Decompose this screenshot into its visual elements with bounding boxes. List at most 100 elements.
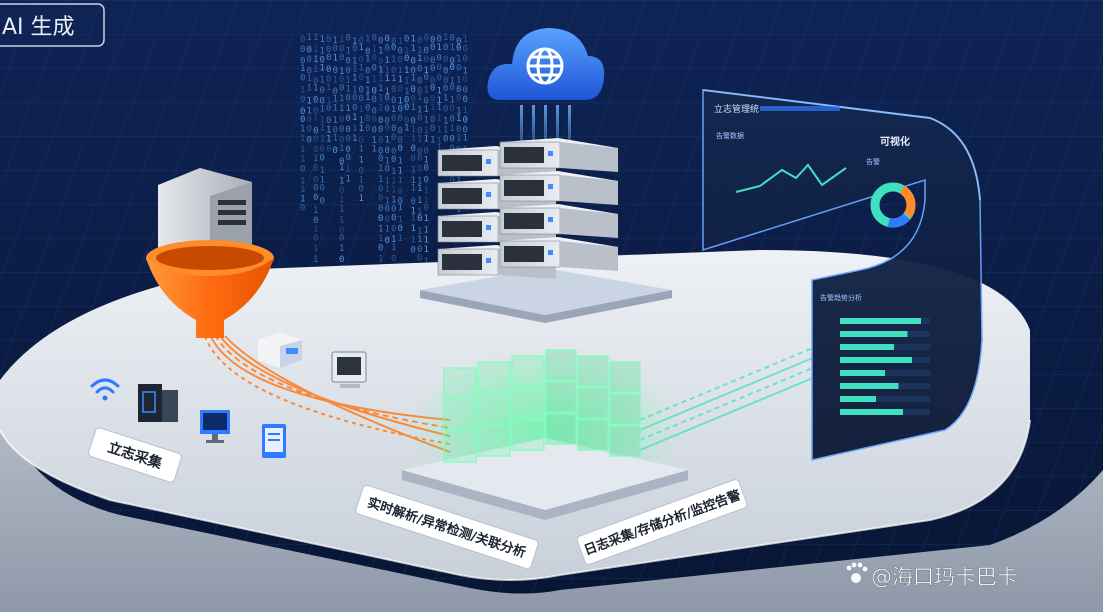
svg-text:0: 0 <box>411 246 416 256</box>
svg-text:0: 0 <box>398 85 403 95</box>
svg-text:1: 1 <box>437 103 442 113</box>
svg-text:0: 0 <box>443 67 448 77</box>
svg-text:1: 1 <box>320 116 325 126</box>
svg-text:1: 1 <box>307 33 312 43</box>
svg-text:0: 0 <box>320 184 325 194</box>
svg-text:0: 0 <box>404 95 409 105</box>
svg-text:1: 1 <box>359 105 364 115</box>
svg-text:0: 0 <box>365 103 370 113</box>
bar-fill <box>840 318 921 324</box>
svg-text:1: 1 <box>443 33 448 43</box>
svg-text:0: 0 <box>313 126 318 136</box>
svg-text:1: 1 <box>378 74 383 84</box>
svg-text:1: 1 <box>411 166 416 176</box>
svg-text:1: 1 <box>417 46 422 56</box>
svg-text:1: 1 <box>411 133 416 143</box>
svg-text:0: 0 <box>385 215 390 225</box>
svg-text:0: 0 <box>378 57 383 67</box>
svg-text:1: 1 <box>398 203 403 213</box>
svg-text:1: 1 <box>320 175 325 185</box>
server-tower-icon <box>138 384 178 422</box>
svg-text:1: 1 <box>307 106 312 116</box>
donut-chart <box>870 182 916 228</box>
svg-text:0: 0 <box>417 147 422 157</box>
svg-text:1: 1 <box>359 64 364 74</box>
svg-text:0: 0 <box>463 85 468 95</box>
svg-text:0: 0 <box>450 176 455 186</box>
svg-text:1: 1 <box>385 197 390 207</box>
svg-text:0: 0 <box>424 73 429 83</box>
svg-text:0: 0 <box>346 114 351 124</box>
rack-server-unit <box>499 237 618 271</box>
svg-text:0: 0 <box>378 214 383 224</box>
svg-text:1: 1 <box>333 134 338 144</box>
svg-text:0: 0 <box>391 37 396 47</box>
svg-text:0: 0 <box>424 176 429 186</box>
svg-text:1: 1 <box>391 196 396 206</box>
rack-server-unit <box>499 138 618 172</box>
svg-text:1: 1 <box>385 87 390 97</box>
svg-text:0: 0 <box>378 136 383 146</box>
svg-text:1: 1 <box>352 65 357 75</box>
svg-text:1: 1 <box>300 154 305 164</box>
bar-fill <box>840 383 899 389</box>
svg-text:1: 1 <box>300 195 305 205</box>
svg-text:1: 1 <box>320 166 325 176</box>
svg-text:0: 0 <box>385 205 390 215</box>
svg-text:0: 0 <box>326 75 331 85</box>
funnel-icon <box>146 240 274 338</box>
svg-text:1: 1 <box>456 114 461 124</box>
svg-text:0: 0 <box>437 34 442 44</box>
svg-text:1: 1 <box>359 124 364 134</box>
svg-text:1: 1 <box>313 206 318 216</box>
svg-text:0: 0 <box>320 197 325 207</box>
svg-text:0: 0 <box>417 65 422 75</box>
svg-text:1: 1 <box>307 84 312 94</box>
svg-text:1: 1 <box>424 196 429 206</box>
screen-panel-title: 可视化 <box>880 135 910 148</box>
svg-text:0: 0 <box>456 44 461 54</box>
svg-text:1: 1 <box>378 234 383 244</box>
svg-text:0: 0 <box>437 54 442 64</box>
svg-text:1: 1 <box>424 257 429 267</box>
svg-text:0: 0 <box>333 44 338 54</box>
svg-text:0: 0 <box>463 44 468 54</box>
svg-text:0: 0 <box>398 187 403 197</box>
svg-text:0: 0 <box>417 214 422 224</box>
svg-text:0: 0 <box>398 224 403 234</box>
svg-text:0: 0 <box>365 124 370 134</box>
svg-text:1: 1 <box>417 54 422 64</box>
svg-text:0: 0 <box>326 116 331 126</box>
svg-text:0: 0 <box>313 135 318 145</box>
svg-text:1: 1 <box>320 124 325 134</box>
svg-text:1: 1 <box>352 134 357 144</box>
svg-text:0: 0 <box>450 63 455 73</box>
svg-text:0: 0 <box>456 63 461 73</box>
svg-text:0: 0 <box>417 245 422 255</box>
cube-cell <box>477 361 511 393</box>
svg-text:1: 1 <box>398 66 403 76</box>
svg-text:0: 0 <box>450 33 455 43</box>
svg-text:0: 0 <box>443 43 448 53</box>
svg-text:1: 1 <box>378 46 383 56</box>
svg-text:1: 1 <box>456 107 461 117</box>
svg-text:1: 1 <box>417 93 422 103</box>
svg-text:1: 1 <box>411 34 416 44</box>
svg-text:1: 1 <box>300 86 305 96</box>
svg-text:1: 1 <box>424 115 429 125</box>
svg-text:0: 0 <box>372 34 377 44</box>
svg-text:0: 0 <box>378 243 383 253</box>
svg-text:1: 1 <box>313 255 318 265</box>
svg-text:1: 1 <box>417 105 422 115</box>
svg-text:0: 0 <box>339 53 344 63</box>
svg-text:0: 0 <box>430 64 435 74</box>
svg-text:0: 0 <box>411 57 416 67</box>
svg-text:0: 0 <box>333 66 338 76</box>
svg-text:0: 0 <box>456 94 461 104</box>
bar-fill <box>840 331 908 337</box>
svg-text:0: 0 <box>411 197 416 207</box>
svg-text:0: 0 <box>359 184 364 194</box>
svg-text:0: 0 <box>372 126 377 136</box>
svg-text:0: 0 <box>333 146 338 156</box>
